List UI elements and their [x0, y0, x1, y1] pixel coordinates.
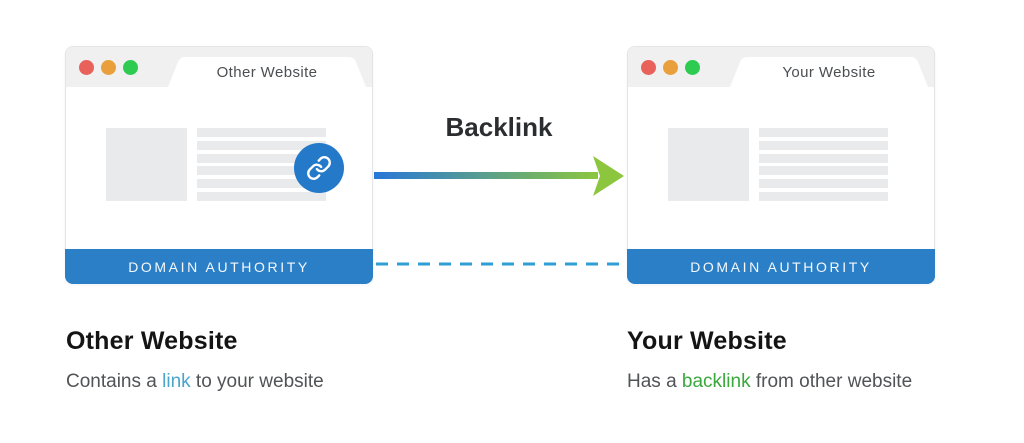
tab-title: Your Website: [782, 63, 876, 81]
browser-window-other-website: Other Website DOMAIN AUTHORITY: [65, 46, 373, 284]
window-header: Your Website: [628, 47, 934, 87]
caption-title: Other Website: [66, 327, 238, 355]
text-line-placeholder: [759, 179, 888, 189]
text-line-placeholder: [197, 128, 326, 137]
text-line-placeholder: [197, 191, 326, 201]
tab-shape: [168, 57, 366, 87]
domain-authority-label: DOMAIN AUTHORITY: [690, 258, 872, 275]
traffic-light-dots: [641, 60, 700, 75]
browser-window-your-website: Your Website DOMAIN AUTHORITY: [627, 46, 935, 284]
traffic-light-dots: [79, 60, 138, 75]
traffic-light-red-icon: [79, 60, 94, 75]
text-placeholder-block: [759, 128, 888, 201]
text-line-placeholder: [197, 140, 326, 150]
tab-title: Other Website: [216, 63, 318, 81]
domain-authority-bar: DOMAIN AUTHORITY: [65, 249, 373, 284]
traffic-light-red-icon: [641, 60, 656, 75]
window-header: Other Website: [66, 47, 372, 87]
text-line-placeholder: [197, 153, 326, 163]
traffic-light-orange-icon: [663, 60, 678, 75]
traffic-light-green-icon: [123, 60, 138, 75]
link-icon: [307, 156, 331, 180]
caption-text-before: Has a: [627, 371, 682, 392]
window-content: [628, 87, 934, 251]
caption-text: Has a backlink from other website: [627, 371, 912, 393]
caption-title: Your Website: [627, 327, 787, 355]
text-line-placeholder: [759, 166, 888, 176]
text-line-placeholder: [759, 128, 888, 137]
window-content: [66, 87, 372, 251]
image-placeholder: [106, 128, 187, 201]
image-placeholder: [668, 128, 749, 201]
text-line-placeholder: [759, 153, 888, 163]
traffic-light-green-icon: [685, 60, 700, 75]
traffic-light-orange-icon: [101, 60, 116, 75]
domain-authority-dashed-connector: [376, 262, 626, 266]
backlink-arrow-label: Backlink: [445, 112, 553, 142]
tab-shape: [730, 57, 928, 87]
backlink-highlight: backlink: [681, 371, 751, 392]
caption-text-after: from other website: [750, 371, 913, 392]
text-line-placeholder: [759, 191, 888, 201]
caption-text-after: to your website: [190, 371, 324, 392]
text-line-placeholder: [759, 140, 888, 150]
text-placeholder-block: [197, 128, 326, 201]
link-badge: [294, 143, 344, 193]
caption-text-before: Contains a: [66, 371, 163, 392]
backlink-arrowhead-icon: [593, 156, 624, 196]
link-highlight: link: [162, 371, 191, 392]
browser-tab: Other Website: [168, 57, 366, 87]
domain-authority-bar: DOMAIN AUTHORITY: [627, 249, 935, 284]
text-line-placeholder: [197, 166, 326, 176]
caption-text: Contains a link to your website: [66, 371, 324, 393]
backlink-arrow-shaft: [374, 172, 598, 179]
browser-tab: Your Website: [730, 57, 928, 87]
domain-authority-label: DOMAIN AUTHORITY: [128, 258, 310, 275]
text-line-placeholder: [197, 179, 326, 189]
